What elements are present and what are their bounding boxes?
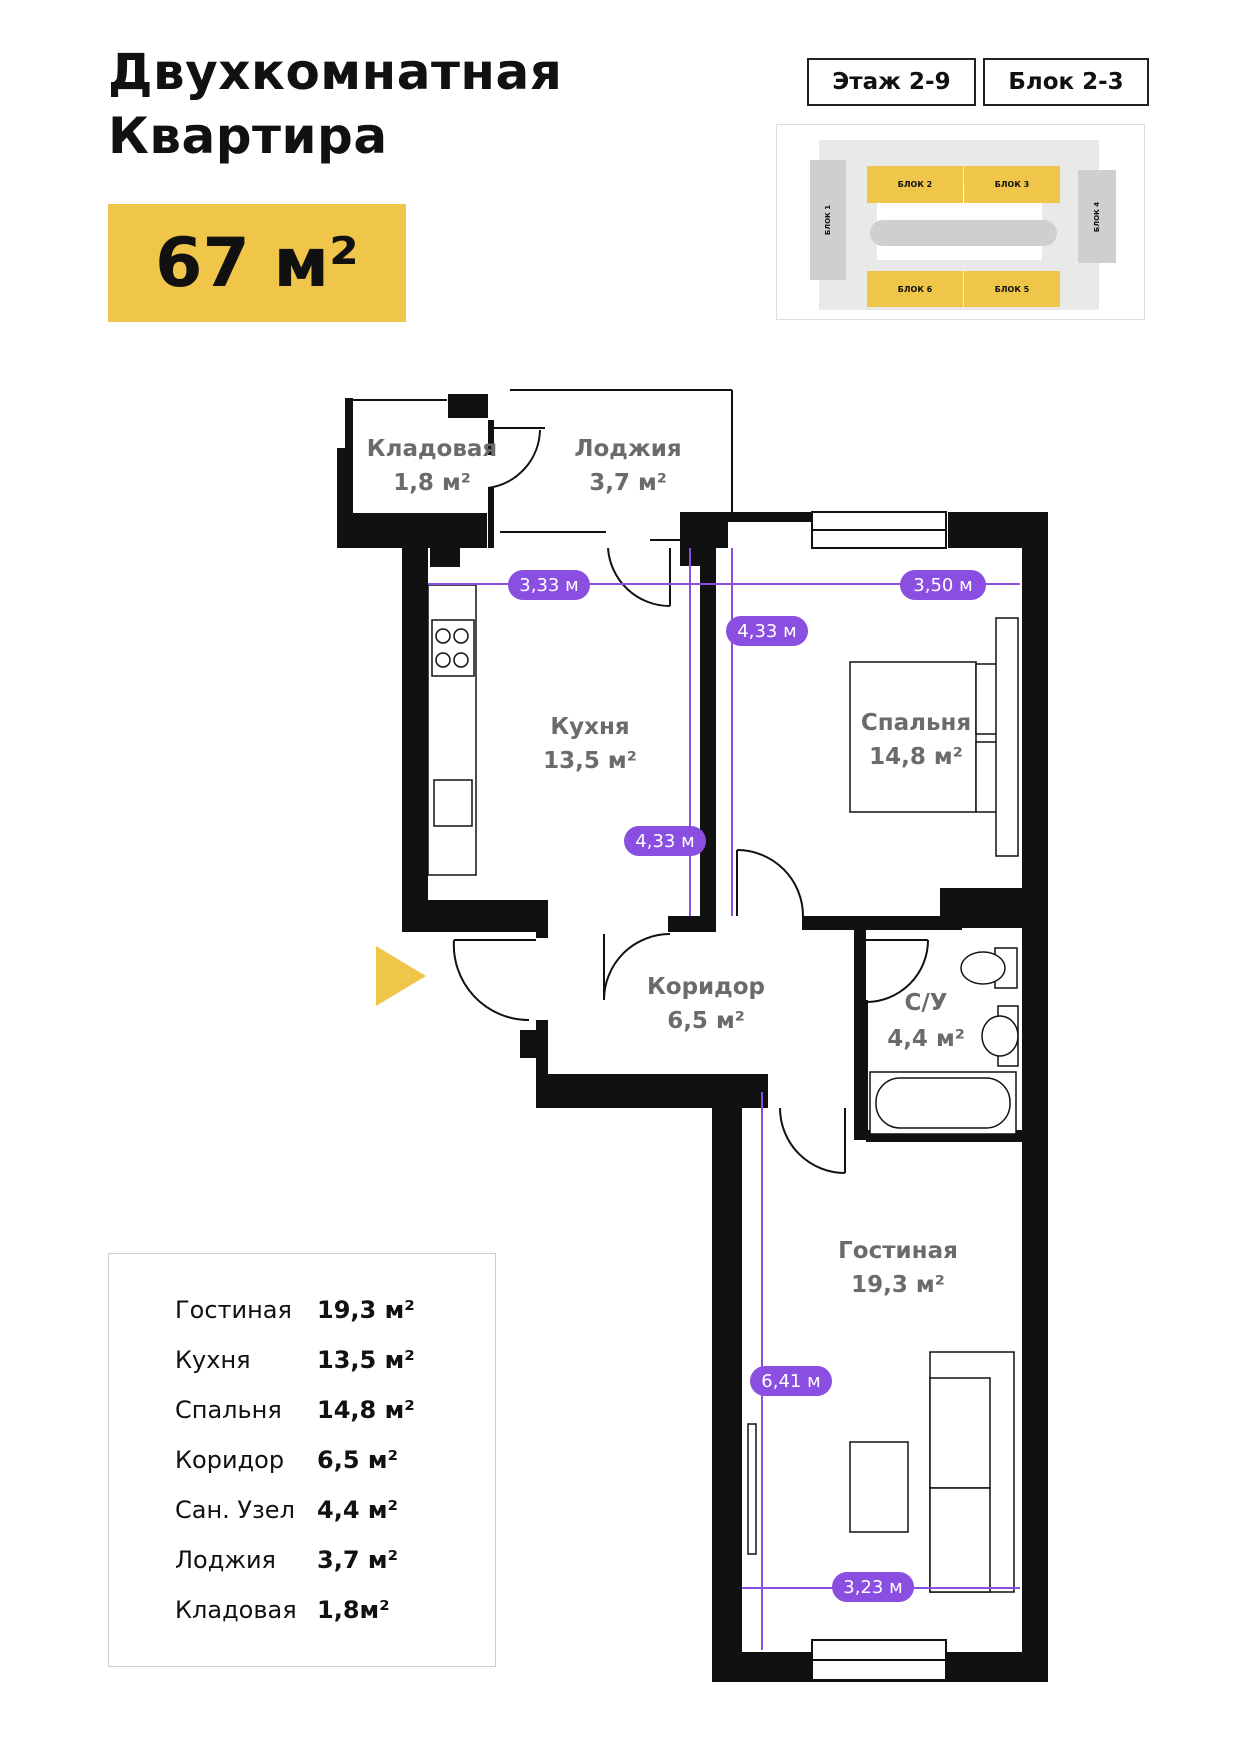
plan-furniture (427, 584, 1019, 1593)
room-corridor-name: Коридор (647, 974, 765, 1000)
site-minimap: БЛОК 1 БЛОК 2 БЛОК 3 БЛОК 4 БЛОК 5 БЛОК … (776, 124, 1145, 320)
dim-living-depth: 6,41 м (761, 1371, 820, 1392)
legend-name: Лоджия (175, 1546, 276, 1574)
dim-kitchen-width: 3,33 м (519, 575, 578, 596)
loggia-outline (353, 389, 929, 1174)
minimap-block-3: БЛОК 3 (964, 166, 1060, 203)
legend-row-corridor: Коридор 6,5 м² (175, 1445, 398, 1475)
dim-living-width: 3,23 м (843, 1577, 902, 1598)
room-bathroom-name: С/У (904, 990, 947, 1016)
minimap-block-1: БЛОК 1 (810, 160, 846, 280)
legend-value: 14,8 м² (317, 1396, 415, 1424)
room-kitchen-name: Кухня (550, 714, 629, 740)
room-storage-name: Кладовая (367, 436, 497, 462)
plan-windows (811, 511, 947, 1681)
title-line-1: Двухкомнатная (108, 43, 563, 101)
title-line-2: Квартира (108, 107, 388, 165)
legend-row-living: Гостиная 19,3 м² (175, 1295, 415, 1325)
legend-name: Гостиная (175, 1296, 292, 1324)
minimap-block-2: БЛОК 2 (867, 166, 963, 203)
legend-name: Коридор (175, 1446, 285, 1474)
dim-bedroom-depth: 4,33 м (737, 621, 796, 642)
floor-pill: Этаж 2-9 (807, 58, 976, 106)
legend-row-bathroom: Сан. Узел 4,4 м² (175, 1495, 398, 1525)
legend-row-loggia: Лоджия 3,7 м² (175, 1545, 398, 1575)
dim-kitchen-depth: 4,33 м (635, 831, 694, 852)
room-loggia-area: 3,7 м² (589, 470, 667, 496)
dim-bedroom-width: 3,50 м (913, 575, 972, 596)
room-corridor-area: 6,5 м² (667, 1008, 745, 1034)
room-living-area: 19,3 м² (851, 1272, 945, 1298)
total-area-badge: 67 м² (108, 204, 406, 322)
legend-name: Кладовая (175, 1596, 297, 1624)
room-loggia-name: Лоджия (574, 436, 681, 462)
legend-name: Спальня (175, 1396, 282, 1424)
block-pill: Блок 2-3 (983, 58, 1149, 106)
minimap-block-5: БЛОК 5 (964, 271, 1060, 307)
legend-row-storage: Кладовая 1,8м² (175, 1595, 390, 1625)
plan-walls (337, 394, 1048, 1682)
legend-value: 1,8м² (317, 1596, 390, 1624)
legend-value: 19,3 м² (317, 1296, 415, 1324)
room-labels: Кладовая 1,8 м² Лоджия 3,7 м² Кухня 13,5… (367, 436, 971, 1298)
room-storage-area: 1,8 м² (393, 470, 471, 496)
room-bedroom-area: 14,8 м² (869, 744, 963, 770)
room-bathroom-area: 4,4 м² (887, 1026, 965, 1052)
minimap-playground (870, 220, 1057, 246)
page-title: Двухкомнатная Квартира (108, 40, 562, 168)
legend-value: 4,4 м² (317, 1496, 398, 1524)
entrance-arrow-icon (376, 946, 426, 1006)
legend-value: 6,5 м² (317, 1446, 398, 1474)
room-living-name: Гостиная (838, 1238, 958, 1264)
room-kitchen-area: 13,5 м² (543, 748, 637, 774)
dimension-labels: 3,33 м 3,50 м 4,33 м 4,33 м 6,41 м 3,23 … (508, 570, 986, 1602)
legend-name: Сан. Узел (175, 1496, 295, 1524)
area-legend: Гостиная 19,3 м² Кухня 13,5 м² Спальня 14,8… (108, 1253, 496, 1667)
legend-name: Кухня (175, 1346, 251, 1374)
legend-value: 13,5 м² (317, 1346, 415, 1374)
room-bedroom-name: Спальня (861, 710, 971, 736)
legend-row-kitchen: Кухня 13,5 м² (175, 1345, 415, 1375)
legend-value: 3,7 м² (317, 1546, 398, 1574)
legend-row-bedroom: Спальня 14,8 м² (175, 1395, 415, 1425)
minimap-block-6: БЛОК 6 (867, 271, 963, 307)
minimap-block-4: БЛОК 4 (1078, 170, 1116, 263)
